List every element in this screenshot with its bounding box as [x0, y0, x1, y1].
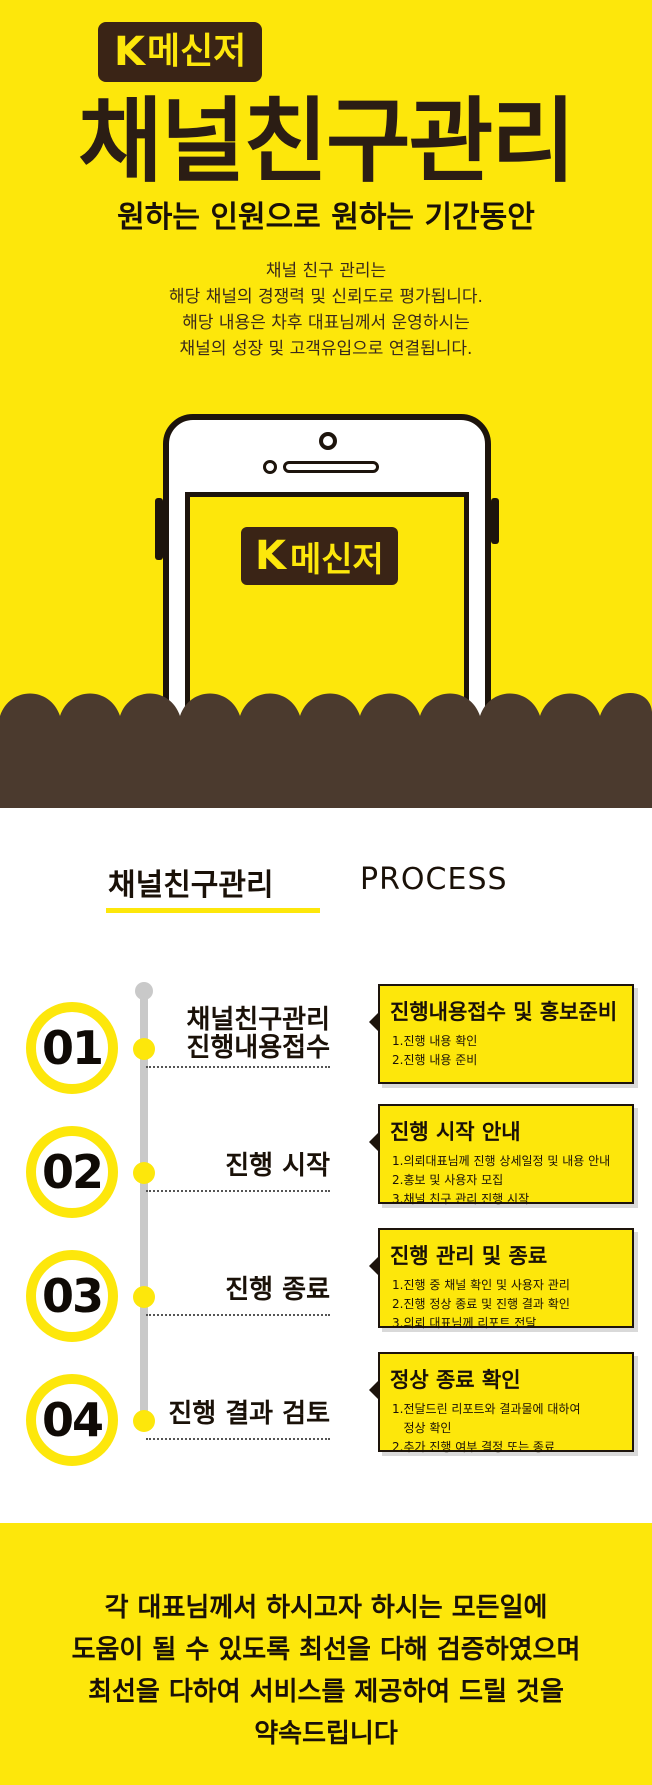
step-box-title: 진행 시작 안내	[390, 1120, 521, 1144]
step-box-item: 1.전달드린 리포트와 결과물에 대하여	[392, 1402, 581, 1416]
step-label-line: 진행 종료	[225, 1275, 330, 1305]
closing-message: 각 대표님께서 하시고자 하시는 모든일에 도움이 될 수 있도록 최선을 다해…	[0, 1587, 652, 1755]
k-messenger-logo: K 메신저	[98, 22, 263, 82]
phone-logo-k-letter: K	[255, 533, 286, 579]
timeline-line	[140, 990, 148, 1412]
step-number-circle: 03	[26, 1250, 118, 1342]
step-box-items: 1.진행 내용 확인 2.진행 내용 준비	[392, 1032, 477, 1070]
phone-k-messenger-logo: K 메신저	[241, 527, 398, 585]
hero-section: K 메신저 채널친구관리 원하는 인원으로 원하는 기간동안 채널 친구 관리는…	[0, 0, 652, 808]
step-dotted-leader	[146, 1438, 330, 1440]
wave-divider	[0, 692, 652, 808]
step-label: 진행 종료	[225, 1276, 330, 1304]
step-number-circle: 02	[26, 1126, 118, 1218]
step-label-line: 진행내용접수	[186, 1033, 330, 1063]
process-header: 채널친구관리 PROCESS	[0, 860, 652, 913]
closing-line: 최선을 다하여 서비스를 제공하여 드릴 것을	[88, 1677, 564, 1707]
process-title: 채널친구관리	[108, 868, 274, 903]
process-title-underline	[106, 908, 320, 913]
process-step-03: 03 진행 종료 진행 관리 및 종료 1.진행 중 채널 확인 및 사용자 관…	[0, 1228, 652, 1350]
step-label-line: 채널친구관리	[186, 1005, 330, 1035]
step-number: 03	[41, 1269, 104, 1323]
phone-logo-wordmark: 메신저	[290, 539, 384, 580]
timeline-dot	[133, 1410, 155, 1432]
closing-line: 도움이 될 수 있도록 최선을 다해 검증하였으며	[71, 1635, 581, 1665]
hero-subtitle: 원하는 인원으로 원하는 기간동안	[117, 200, 535, 235]
logo-k-letter: K	[114, 29, 145, 75]
step-dotted-leader	[146, 1066, 330, 1068]
step-box-title: 정상 종료 확인	[390, 1368, 521, 1392]
step-box-pointer	[369, 1012, 379, 1032]
hero-desc-line: 해당 채널의 경쟁력 및 신뢰도로 평가됩니다.	[169, 287, 483, 307]
phone-speaker-icon	[283, 461, 379, 473]
step-box-pointer	[369, 1380, 379, 1400]
logo-wordmark: 메신저	[147, 31, 247, 72]
step-box-title: 진행내용접수 및 홍보준비	[390, 1000, 618, 1024]
step-box-item: 3.의뢰 대표님께 리포트 전달	[392, 1316, 537, 1330]
step-box-items: 1.전달드린 리포트와 결과물에 대하여 정상 확인 2.추가 진행 여부 결정…	[392, 1400, 581, 1457]
phone-sensor-icon	[263, 460, 277, 474]
step-number: 04	[41, 1393, 104, 1447]
step-box-item: 1.진행 내용 확인	[392, 1034, 478, 1048]
step-box-item: 정상 확인	[392, 1421, 452, 1435]
process-step-04: 04 진행 결과 검토 정상 종료 확인 1.전달드린 리포트와 결과물에 대하…	[0, 1352, 652, 1474]
closing-line: 각 대표님께서 하시고자 하시는 모든일에	[104, 1593, 548, 1623]
step-number-circle: 04	[26, 1374, 118, 1466]
hero-desc-line: 채널 친구 관리는	[265, 261, 387, 281]
process-step-01: 01 채널친구관리 진행내용접수 진행내용접수 및 홍보준비 1.진행 내용 확…	[0, 984, 652, 1102]
step-box-items: 1.의뢰대표님께 진행 상세일정 및 내용 안내 2.홍보 및 사용자 모집 3…	[392, 1152, 610, 1209]
step-box-item: 1.의뢰대표님께 진행 상세일정 및 내용 안내	[392, 1154, 611, 1168]
phone-side-button	[491, 498, 499, 544]
timeline-dot	[133, 1162, 155, 1184]
step-box-item: 3.채널 친구 관리 진행 시작	[392, 1192, 530, 1206]
step-number-circle: 01	[26, 1002, 118, 1094]
step-detail-box: 진행 시작 안내 1.의뢰대표님께 진행 상세일정 및 내용 안내 2.홍보 및…	[369, 1104, 634, 1206]
closing-section: 각 대표님께서 하시고자 하시는 모든일에 도움이 될 수 있도록 최선을 다해…	[0, 1523, 652, 1785]
phone-camera-icon	[319, 432, 337, 450]
step-box-pointer	[369, 1132, 379, 1152]
step-dotted-leader	[146, 1314, 330, 1316]
step-box-item: 2.진행 정상 종료 및 진행 결과 확인	[392, 1297, 570, 1311]
timeline-dot	[133, 1038, 155, 1060]
step-label: 채널친구관리 진행내용접수	[186, 1006, 330, 1062]
step-detail-box: 진행 관리 및 종료 1.진행 중 채널 확인 및 사용자 관리 2.진행 정상…	[369, 1228, 634, 1330]
process-title-en: PROCESS	[360, 862, 508, 897]
step-label: 진행 시작	[225, 1152, 330, 1180]
process-section: 채널친구관리 PROCESS 01 채널친구관리 진행내용접수 진행내용접수 및…	[0, 808, 652, 1523]
step-detail-box: 정상 종료 확인 1.전달드린 리포트와 결과물에 대하여 정상 확인 2.추가…	[369, 1352, 634, 1454]
process-step-02: 02 진행 시작 진행 시작 안내 1.의뢰대표님께 진행 상세일정 및 내용 …	[0, 1104, 652, 1226]
hero-description: 채널 친구 관리는 해당 채널의 경쟁력 및 신뢰도로 평가됩니다. 해당 내용…	[0, 258, 652, 362]
step-number: 01	[41, 1021, 104, 1075]
step-box-items: 1.진행 중 채널 확인 및 사용자 관리 2.진행 정상 종료 및 진행 결과…	[392, 1276, 570, 1333]
phone-side-button	[155, 498, 163, 560]
step-number: 02	[41, 1145, 104, 1199]
step-box-item: 2.추가 진행 여부 결정 또는 종료	[392, 1440, 556, 1454]
step-detail-box: 진행내용접수 및 홍보준비 1.진행 내용 확인 2.진행 내용 준비	[369, 984, 634, 1084]
step-box-item: 2.진행 내용 준비	[392, 1053, 478, 1067]
step-label: 진행 결과 검토	[168, 1400, 330, 1428]
step-box-title: 진행 관리 및 종료	[390, 1244, 548, 1268]
step-box-pointer	[369, 1256, 379, 1276]
step-box-item: 1.진행 중 채널 확인 및 사용자 관리	[392, 1278, 570, 1292]
step-box-item: 2.홍보 및 사용자 모집	[392, 1173, 504, 1187]
hero-title: 채널친구관리	[78, 88, 576, 195]
step-label-line: 진행 결과 검토	[168, 1399, 330, 1429]
step-label-line: 진행 시작	[225, 1151, 330, 1181]
step-dotted-leader	[146, 1190, 330, 1192]
hero-desc-line: 채널의 성장 및 고객유입으로 연결됩니다.	[179, 339, 473, 359]
hero-desc-line: 해당 내용은 차후 대표님께서 운영하시는	[182, 313, 470, 333]
timeline-start-dot	[135, 982, 153, 1000]
timeline-dot	[133, 1286, 155, 1308]
closing-line: 약속드립니다	[254, 1719, 398, 1749]
